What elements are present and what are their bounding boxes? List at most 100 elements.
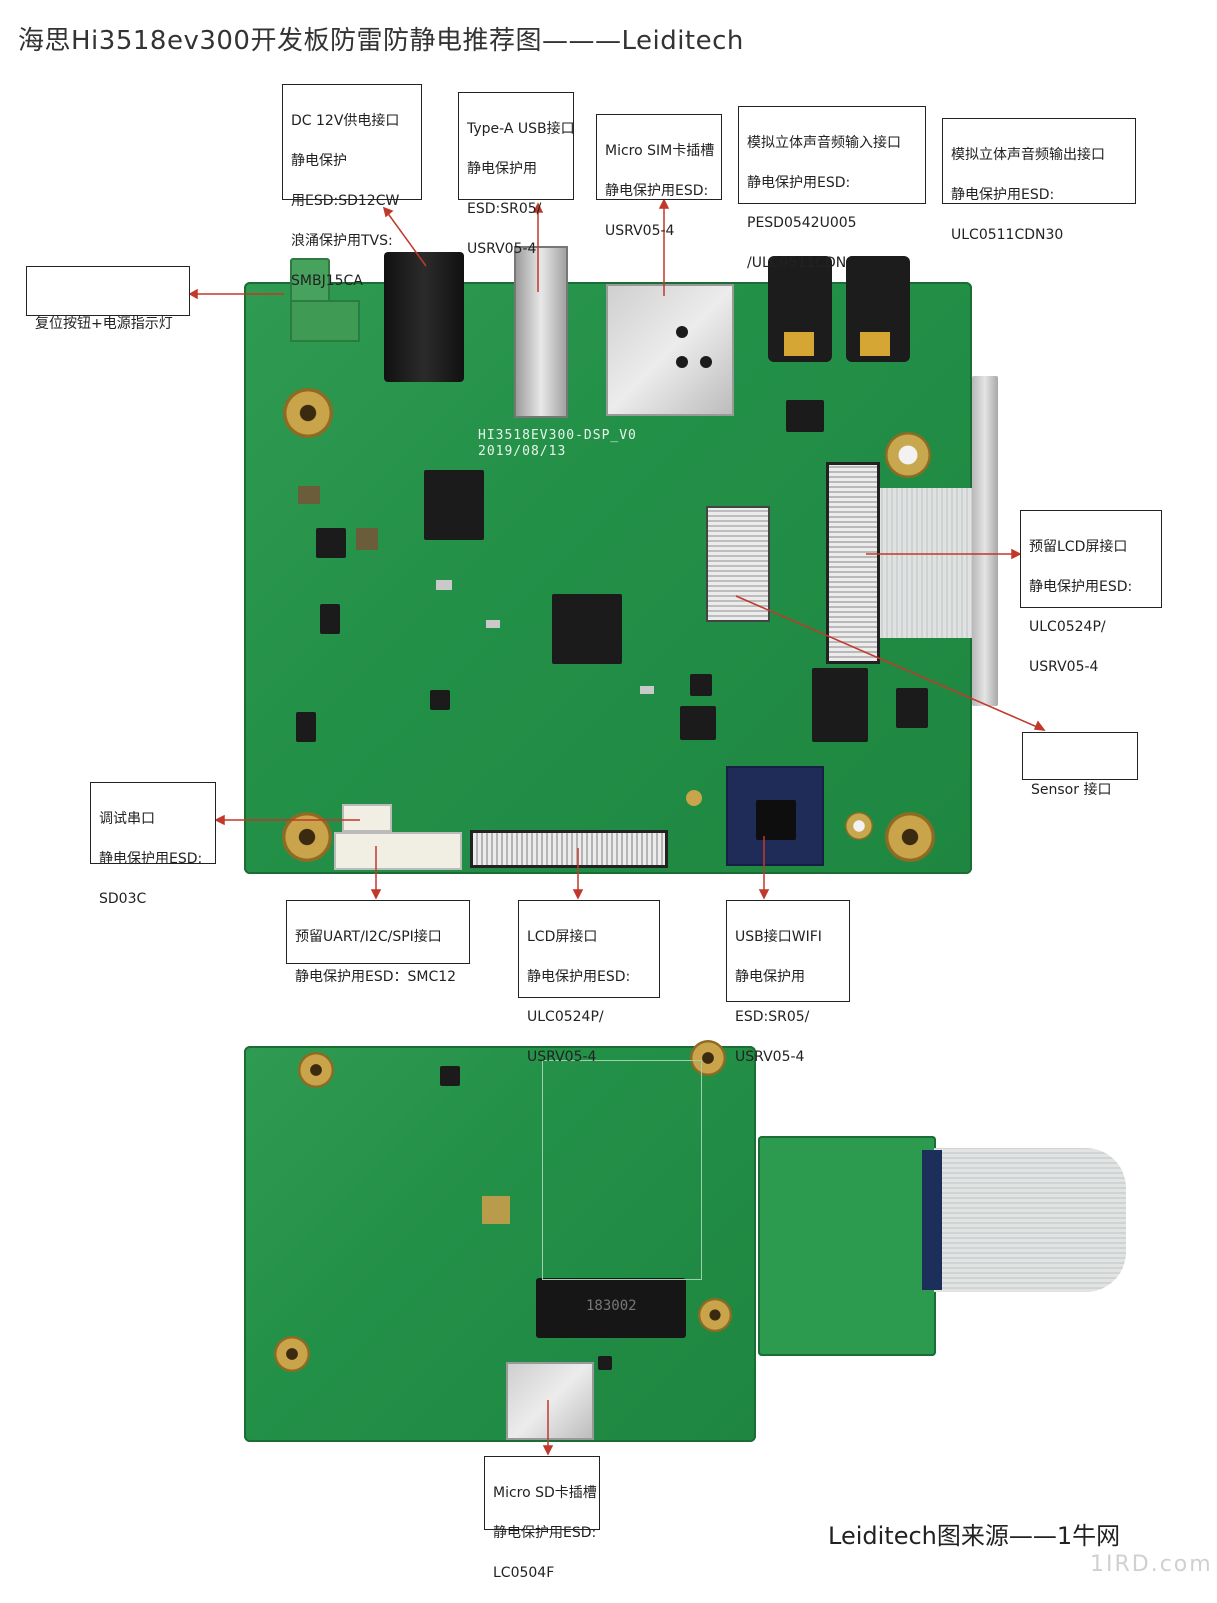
callout-line: 静电保护用ESD: xyxy=(527,969,631,985)
sensor-connector xyxy=(706,506,770,622)
small-ic xyxy=(690,674,712,696)
callout-line: 静电保护用ESD：SMC12 xyxy=(295,969,457,985)
callout-line: 模拟立体声音频输入接口 xyxy=(747,135,901,151)
back-ic xyxy=(440,1066,460,1086)
small-ic xyxy=(296,712,316,742)
lcd-connector xyxy=(470,830,668,868)
callout-line: USRV05-4 xyxy=(1029,659,1099,675)
callout-line: ESD:SR05/ xyxy=(467,201,542,217)
callout-line: Type-A USB接口 xyxy=(467,121,575,137)
board-date-silkscreen: 2019/08/13 xyxy=(478,444,567,459)
antenna-connector xyxy=(686,790,702,806)
wifi-chip xyxy=(756,800,796,840)
watermark: 1IRD.com xyxy=(1090,1552,1213,1577)
callout-line: 预留LCD屏接口 xyxy=(1029,539,1128,555)
audio-codec-chip xyxy=(786,400,824,432)
page-title: 海思Hi3518ev300开发板防雷防静电推荐图———Leiditech xyxy=(18,26,744,56)
callout-line: ULC0511CDN30 xyxy=(951,227,1064,243)
dc-jack xyxy=(384,252,464,382)
micro-sd-slot xyxy=(506,1362,594,1440)
eeprom-chip xyxy=(680,706,716,740)
flash-chip xyxy=(424,470,484,540)
callout-line: 调试串口 xyxy=(99,811,155,827)
callout-uart-i2c-spi: 预留UART/I2C/SPI接口 静电保护用ESD：SMC12 xyxy=(286,900,470,985)
callout-line: USRV05-4 xyxy=(527,1049,597,1065)
lcd-driver-chip xyxy=(812,668,868,742)
callout-debug-uart: 调试串口 静电保护用ESD: SD03C xyxy=(90,782,216,907)
mounting-hole xyxy=(283,388,333,438)
callout-line: LCD屏接口 xyxy=(527,929,598,945)
reset-button xyxy=(290,300,360,342)
callout-line: 静电保护 xyxy=(291,153,347,169)
callout-usb-wifi: USB接口WIFI 静电保护用 ESD:SR05/ USRV05-4 xyxy=(726,900,850,1065)
callout-line: USRV05-4 xyxy=(467,241,537,257)
callout-line: 静电保护用ESD: xyxy=(747,175,851,191)
capacitor xyxy=(486,620,500,628)
callout-line: 复位按钮+电源指示灯 xyxy=(35,316,173,332)
callout-line: 预留UART/I2C/SPI接口 xyxy=(295,929,442,945)
callout-line: 静电保护用ESD: xyxy=(493,1525,597,1541)
audio-out-gold xyxy=(860,332,890,356)
small-ic xyxy=(430,690,450,710)
sim-contact xyxy=(700,356,712,368)
callout-line: 静电保护用 xyxy=(735,969,805,985)
metal-bracket xyxy=(972,376,998,706)
small-ic xyxy=(320,604,340,634)
m2-outline xyxy=(542,1060,702,1280)
sim-slot xyxy=(606,284,734,416)
callout-line: 静电保护用ESD: xyxy=(605,183,709,199)
m2-chip-label: 183002 xyxy=(586,1298,637,1314)
callout-audio-in: 模拟立体声音频输入接口 静电保护用ESD: PESD0542U005 /ULC0… xyxy=(738,106,926,271)
usb-a-connector xyxy=(514,246,568,418)
callout-line: 用ESD:SD12CW xyxy=(291,193,400,209)
board-name-silkscreen: HI3518EV300-DSP_V0 xyxy=(478,428,637,443)
callout-line: /ULC0511CDN xyxy=(747,255,847,271)
sensor-ribbon-cable xyxy=(934,1148,1126,1292)
callout-line: PESD0542U005 xyxy=(747,215,857,231)
mounting-hole xyxy=(698,1298,732,1332)
capacitor xyxy=(298,486,320,504)
debug-uart-connector xyxy=(342,804,392,832)
callout-reset-led: 复位按钮+电源指示灯 xyxy=(26,266,190,332)
callout-line: ULC0524P/ xyxy=(1029,619,1106,635)
lcd-reserved-connector xyxy=(826,462,880,664)
sim-contact xyxy=(676,326,688,338)
callout-audio-out: 模拟立体声音频输出接口 静电保护用ESD: ULC0511CDN30 xyxy=(942,118,1136,243)
m2-slot xyxy=(536,1278,686,1338)
soc-chip xyxy=(552,594,622,664)
mounting-hole xyxy=(885,812,935,862)
power-ic xyxy=(316,528,346,558)
inductor xyxy=(356,528,378,550)
callout-lcd-reserved: 预留LCD屏接口 静电保护用ESD: ULC0524P/ USRV05-4 xyxy=(1020,510,1162,675)
callout-line: SMBJ15CA xyxy=(291,273,363,289)
callout-line: DC 12V供电接口 xyxy=(291,113,400,129)
sensor-board xyxy=(758,1136,936,1356)
back-pad xyxy=(482,1196,510,1224)
callout-line: 静电保护用ESD: xyxy=(951,187,1055,203)
callout-sim: Micro SIM卡插槽 静电保护用ESD: USRV05-4 xyxy=(596,114,722,239)
callout-line: 静电保护用ESD: xyxy=(99,851,203,867)
callout-line: ULC0524P/ xyxy=(527,1009,604,1025)
callout-lcd: LCD屏接口 静电保护用ESD: ULC0524P/ USRV05-4 xyxy=(518,900,660,1065)
audio-in-gold xyxy=(784,332,814,356)
callout-line: USRV05-4 xyxy=(605,223,675,239)
back-ic xyxy=(598,1356,612,1370)
capacitor xyxy=(436,580,452,590)
mounting-hole xyxy=(298,1052,334,1088)
callout-micro-sd: Micro SD卡插槽 静电保护用ESD: LC0504F xyxy=(484,1456,600,1581)
mounting-hole xyxy=(885,432,931,478)
pcb-back xyxy=(244,1046,756,1442)
sensor-fpc xyxy=(922,1150,942,1290)
image-source-footer: Leiditech图来源——1牛网 xyxy=(828,1522,1121,1550)
callout-sensor: Sensor 接口 xyxy=(1022,732,1138,798)
callout-line: SD03C xyxy=(99,891,147,907)
power-ic xyxy=(896,688,928,728)
callout-line: Micro SIM卡插槽 xyxy=(605,143,715,159)
mounting-hole xyxy=(274,1336,310,1372)
mounting-hole xyxy=(690,1040,726,1076)
callout-line: USB接口WIFI xyxy=(735,929,822,945)
callout-line: 浪涌保护用TVS: xyxy=(291,233,393,249)
callout-line: 静电保护用 xyxy=(467,161,537,177)
callout-line: ESD:SR05/ xyxy=(735,1009,810,1025)
callout-line: 模拟立体声音频输出接口 xyxy=(951,147,1105,163)
